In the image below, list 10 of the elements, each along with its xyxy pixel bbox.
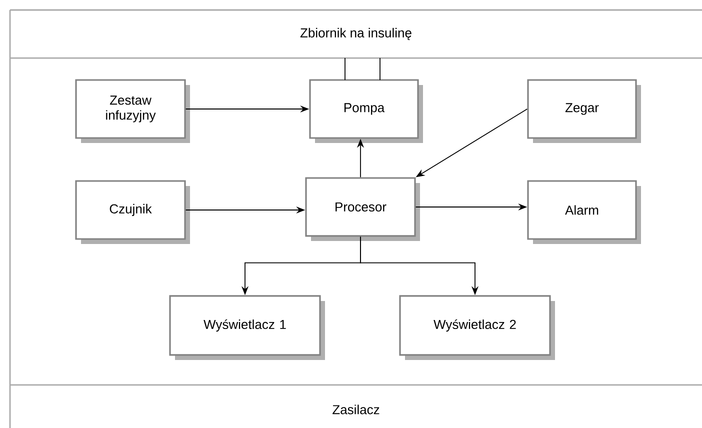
band: Zasilacz: [10, 384, 702, 414]
process-box: Czujnik: [75, 180, 190, 244]
process-box: Zestaw infuzyjny: [75, 79, 190, 143]
process-box: Alarm: [527, 180, 641, 244]
band: Zbiornik na insulinę: [10, 9, 702, 59]
process-box: Zegar: [527, 79, 641, 143]
process-box: Wyświetlacz 2: [399, 295, 555, 360]
process-box: Wyświetlacz 1: [169, 295, 325, 360]
process-box: Procesor: [305, 177, 420, 241]
process-box: Pompa: [309, 79, 423, 143]
